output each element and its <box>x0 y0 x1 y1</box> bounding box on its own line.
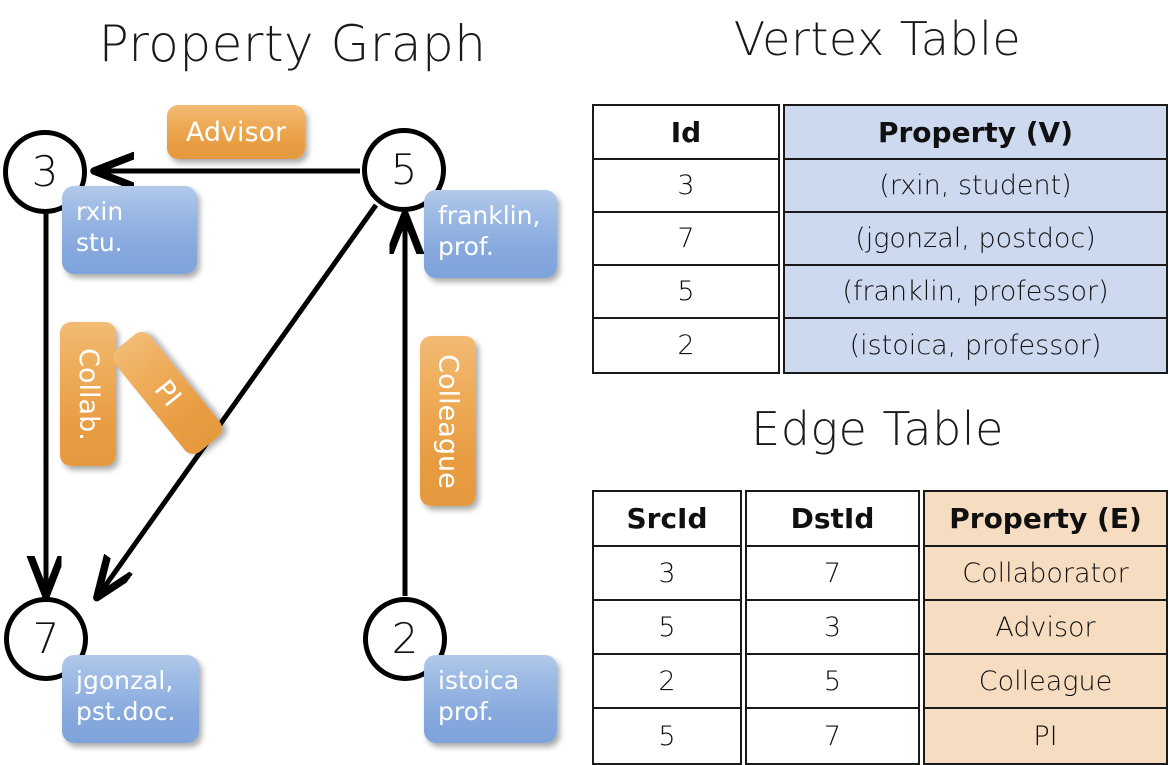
edge-label-text: PI <box>147 373 188 413</box>
vertex-table-header-property: Property (V) <box>785 106 1166 160</box>
vertex-property-line-2: prof. <box>438 697 494 726</box>
edge-label-advisor[interactable]: Advisor <box>167 105 305 159</box>
table-row: (istoica, professor) <box>849 330 1102 361</box>
vertex-property-line-1: jgonzal, <box>76 666 174 695</box>
vertex-property-box-3[interactable]: rxin stu. <box>62 186 197 274</box>
vertex-property-line-2: pst.doc. <box>76 697 176 726</box>
edge-table: SrcId 3 5 2 5 DstId 7 3 5 7 Property (E)… <box>592 490 1168 765</box>
vertex-id-label: 5 <box>390 145 418 194</box>
table-row: 5 <box>747 655 918 709</box>
table-row: 3 <box>594 547 740 601</box>
table-row: 5 <box>594 266 778 319</box>
vertex-property-box-5[interactable]: franklin, prof. <box>424 190 557 278</box>
graph-edge-arrows <box>0 0 585 760</box>
vertex-property-line-2: stu. <box>76 228 123 257</box>
edge-table-column-property: Property (E) Collaborator Advisor Collea… <box>923 490 1168 765</box>
table-row: 7 <box>747 547 918 601</box>
graph-vertex-2[interactable]: 2 <box>363 597 447 681</box>
table-row: 7 <box>823 720 842 752</box>
edge-label-collab[interactable]: Collab. <box>60 322 116 466</box>
vertex-id-label: 2 <box>391 614 419 663</box>
table-row: PI <box>1033 720 1058 752</box>
vertex-property-box-7[interactable]: jgonzal, pst.doc. <box>62 655 199 743</box>
table-row: Collaborator <box>925 547 1166 601</box>
table-row: 5 <box>658 720 676 752</box>
edge-table-column-srcid: SrcId 3 5 2 5 <box>592 490 742 765</box>
table-row: (rxin, student) <box>785 160 1166 213</box>
table-row: Colleague <box>925 655 1166 709</box>
page-title-property-graph: Property Graph <box>98 15 487 73</box>
property-graph-diagram: 3 5 7 2 rxin stu. franklin, prof. jgonza… <box>0 0 585 760</box>
edge-table-header-property: Property (E) <box>925 492 1166 547</box>
table-row: (franklin, professor) <box>785 266 1166 319</box>
page-title-edge-table: Edge Table <box>751 402 1004 456</box>
edge-table-column-dstid: DstId 7 3 5 7 <box>745 490 920 765</box>
edge-label-colleague[interactable]: Colleague <box>420 336 476 506</box>
edge-arrow-5-to-7 <box>98 203 379 596</box>
vertex-property-line-1: rxin <box>76 197 124 226</box>
graph-vertex-5[interactable]: 5 <box>362 128 446 212</box>
edge-label-text: Colleague <box>432 353 464 489</box>
vertex-property-line-1: istoica <box>438 666 520 695</box>
vertex-table-column-id: Id 3 7 5 2 <box>592 104 780 374</box>
vertex-id-label: 7 <box>32 614 60 663</box>
table-row: 5 <box>594 601 740 655</box>
vertex-id-label: 3 <box>31 147 59 196</box>
table-row: (jgonzal, postdoc) <box>785 213 1166 266</box>
vertex-table-column-property: Property (V) (rxin, student) (jgonzal, p… <box>783 104 1168 374</box>
table-row: Advisor <box>925 601 1166 655</box>
table-row: 2 <box>677 330 695 361</box>
table-row: 2 <box>594 655 740 709</box>
vertex-property-line-1: franklin, <box>438 201 541 230</box>
vertex-property-line-2: prof. <box>438 232 494 261</box>
table-row: 3 <box>747 601 918 655</box>
vertex-table-header-id: Id <box>594 106 778 160</box>
table-row: 3 <box>594 160 778 213</box>
edge-label-text: Collab. <box>72 347 104 441</box>
vertex-table: Id 3 7 5 2 Property (V) (rxin, student) … <box>592 104 1168 374</box>
edge-label-text: Advisor <box>185 116 287 148</box>
edge-table-header-srcid: SrcId <box>594 492 740 547</box>
vertex-property-box-2[interactable]: istoica prof. <box>424 655 557 743</box>
table-row: 7 <box>594 213 778 266</box>
edge-table-header-dstid: DstId <box>747 492 918 547</box>
page-title-vertex-table: Vertex Table <box>733 12 1022 66</box>
